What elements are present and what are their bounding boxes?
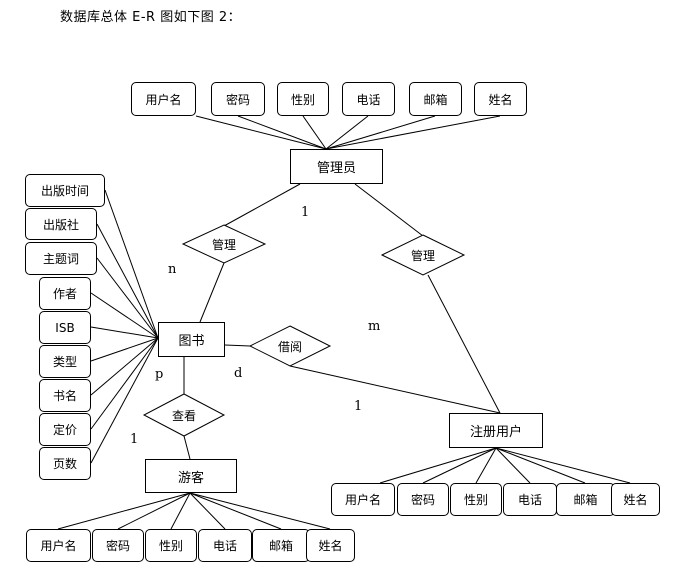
edge-visitor-attr-2 <box>170 492 191 530</box>
book-attr-keyword: 主题词 <box>25 242 97 275</box>
cardinality-borrow-d: d <box>234 366 243 381</box>
book-attr-publish-time: 出版时间 <box>25 174 105 207</box>
user-attr-phone: 电话 <box>503 483 557 516</box>
user-attr-password: 密码 <box>397 483 449 516</box>
admin-attr-password: 密码 <box>211 82 265 116</box>
relationship-view <box>142 393 226 437</box>
book-attr-price: 定价 <box>39 413 91 446</box>
relationship-manage-user <box>380 234 466 276</box>
edge-borrow-user <box>289 365 501 414</box>
user-attr-name: 姓名 <box>611 483 660 516</box>
edge-book-attr-4 <box>90 326 159 339</box>
edge-admin-attr-0 <box>195 115 327 150</box>
edge-admin-manage-user <box>354 183 424 237</box>
diagram-caption: 数据库总体 E-R 图如下图 2： <box>60 10 242 25</box>
user-attr-email: 邮箱 <box>556 483 615 516</box>
book-attr-isbn: ISB <box>39 311 91 344</box>
edge-admin-attr-3 <box>325 115 369 150</box>
cardinality-book-p: p <box>155 367 164 382</box>
entity-admin: 管理员 <box>290 149 383 184</box>
edge-admin-manage-book <box>223 183 301 227</box>
visitor-attr-email: 邮箱 <box>252 529 310 562</box>
visitor-attr-name: 姓名 <box>306 529 355 562</box>
visitor-attr-gender: 性别 <box>145 529 197 562</box>
admin-attr-username: 用户名 <box>131 82 196 116</box>
book-attr-author: 作者 <box>39 277 91 310</box>
cardinality-visitor-1: 1 <box>130 432 139 447</box>
visitor-attr-phone: 电话 <box>198 529 252 562</box>
book-attr-publisher: 出版社 <box>25 208 97 240</box>
user-attr-username: 用户名 <box>331 483 395 516</box>
edge-visitor-attr-0 <box>57 492 191 530</box>
edge-user-attr-4 <box>495 447 586 484</box>
edge-book-attr-6 <box>90 337 159 396</box>
edge-visitor-attr-3 <box>189 492 226 530</box>
entity-book: 图书 <box>158 322 225 357</box>
edge-visitor-attr-4 <box>189 492 282 530</box>
user-attr-gender: 性别 <box>450 483 502 516</box>
entity-registered-user: 注册用户 <box>449 413 543 448</box>
book-attr-type: 类型 <box>39 345 91 378</box>
cardinality-admin-1: 1 <box>301 205 310 220</box>
edge-book-attr-5 <box>90 337 159 362</box>
admin-attr-email: 邮箱 <box>409 82 462 116</box>
edge-book-attr-3 <box>90 292 159 339</box>
edge-user-attr-1 <box>422 447 497 484</box>
visitor-attr-username: 用户名 <box>26 529 91 562</box>
relationship-manage-book <box>181 224 267 264</box>
edge-admin-attr-2 <box>302 115 327 150</box>
book-attr-title: 书名 <box>39 379 91 412</box>
visitor-attr-password: 密码 <box>92 529 144 562</box>
edge-book-attr-0 <box>104 189 159 339</box>
edge-book-attr-1 <box>96 223 159 339</box>
edge-user-attr-5 <box>495 447 631 484</box>
edge-admin-attr-1 <box>237 115 327 150</box>
edge-admin-attr-4 <box>325 115 436 150</box>
edge-manage-book <box>199 262 225 323</box>
edge-user-attr-0 <box>379 447 497 484</box>
relationship-borrow <box>248 325 332 367</box>
edge-book-attr-2 <box>96 257 159 339</box>
edge-view-visitor <box>183 435 191 460</box>
edge-user-attr-2 <box>475 447 497 484</box>
edge-book-attr-7 <box>90 337 159 430</box>
cardinality-book-n: n <box>168 262 177 277</box>
edge-manage-user <box>427 274 501 414</box>
edge-user-attr-3 <box>495 447 531 484</box>
cardinality-user-1: 1 <box>354 399 363 414</box>
edge-visitor-attr-5 <box>189 492 331 530</box>
edge-admin-attr-5 <box>325 115 501 150</box>
admin-attr-name: 姓名 <box>474 82 527 116</box>
edge-visitor-attr-1 <box>117 492 191 530</box>
edge-book-attr-8 <box>90 337 159 464</box>
admin-attr-phone: 电话 <box>342 82 395 116</box>
entity-visitor: 游客 <box>145 459 237 493</box>
admin-attr-gender: 性别 <box>277 82 329 116</box>
book-attr-pages: 页数 <box>39 447 91 480</box>
cardinality-user-m: m <box>368 319 381 334</box>
edge-book-borrow <box>224 344 251 347</box>
